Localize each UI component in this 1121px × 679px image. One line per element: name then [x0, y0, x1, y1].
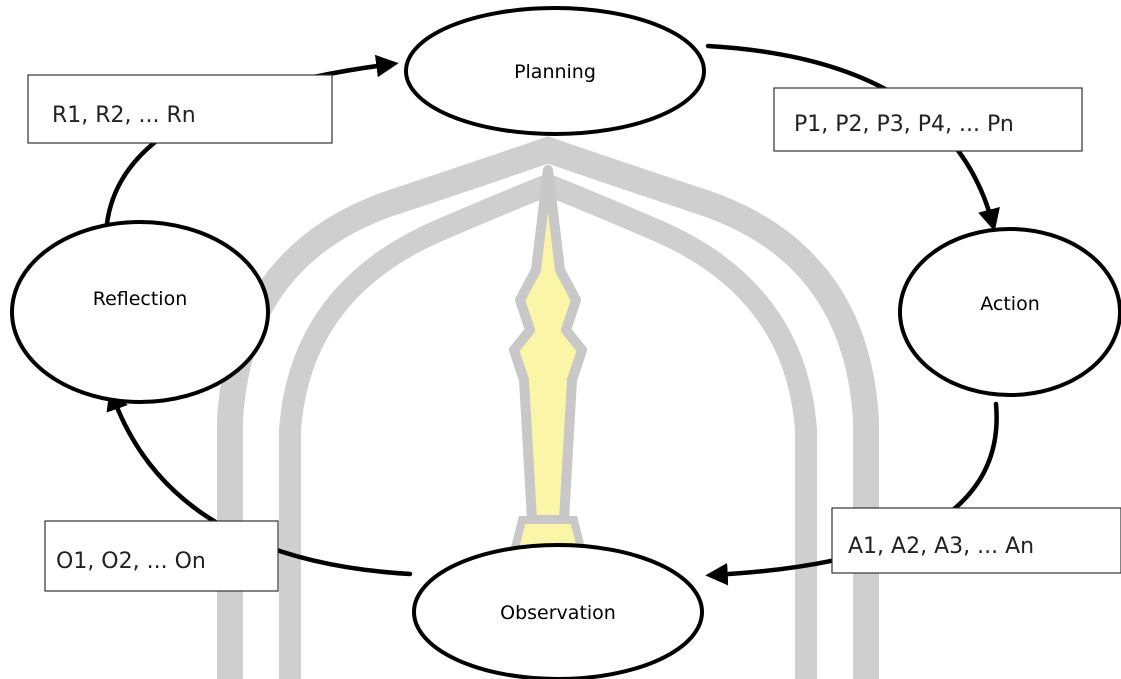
- box-planning-items: P1, P2, P3, P4, ... Pn: [773, 87, 1083, 152]
- stage-observation: Observation: [412, 543, 704, 679]
- box-observation-items: O1, O2, ... On: [44, 520, 279, 592]
- stage-reflection: Reflection: [10, 220, 270, 404]
- action-items-text: A1, A2, A3, ... An: [848, 534, 1034, 559]
- box-action-items: A1, A2, A3, ... An: [831, 507, 1121, 574]
- planning-items-text: P1, P2, P3, P4, ... Pn: [794, 112, 1014, 137]
- stage-reflection-label: Reflection: [93, 288, 188, 310]
- stage-planning-label: Planning: [514, 61, 596, 83]
- box-reflection-items: R1, R2, ... Rn: [27, 74, 333, 144]
- stage-planning: Planning: [404, 6, 706, 136]
- reflection-items-text: R1, R2, ... Rn: [52, 103, 196, 128]
- stage-action-label: Action: [980, 293, 1040, 315]
- stage-observation-label: Observation: [500, 602, 616, 624]
- stage-action: Action: [898, 227, 1121, 397]
- observation-items-text: O1, O2, ... On: [56, 549, 206, 574]
